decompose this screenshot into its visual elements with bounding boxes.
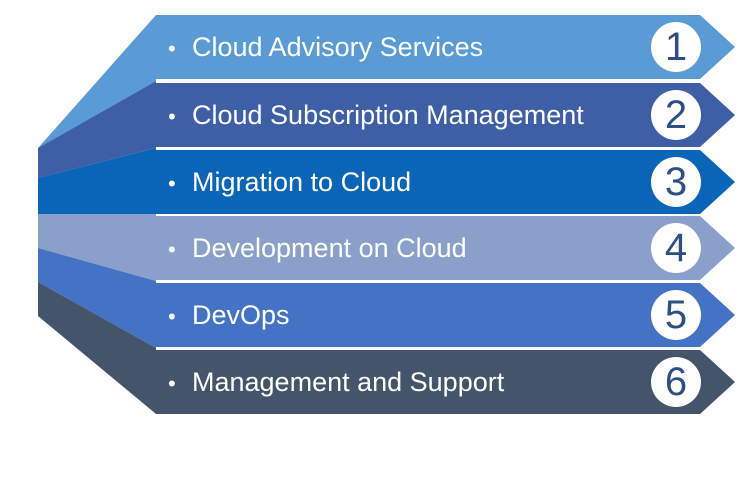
row-3-label: Migration to Cloud xyxy=(192,167,412,197)
row-1-arrow xyxy=(156,15,735,79)
row-2-label: Cloud Subscription Management xyxy=(192,100,584,130)
row-2-bullet: • xyxy=(168,104,176,129)
row-6-label: Management and Support xyxy=(192,367,505,397)
row-2-number-badge: 2 xyxy=(651,90,701,140)
row-4-arrow xyxy=(156,216,735,280)
row-1-side-fold xyxy=(38,15,156,148)
row-5-label: DevOps xyxy=(192,300,290,330)
row-6-bullet: • xyxy=(168,371,176,396)
row-2-arrow xyxy=(156,83,735,147)
row-2-label-group: • Cloud Subscription Management xyxy=(168,83,584,147)
row-3-side-fold xyxy=(38,148,156,214)
row-5-bullet: • xyxy=(168,304,176,329)
row-4-number-badge: 4 xyxy=(651,223,701,273)
row-4-label-group: • Development on Cloud xyxy=(168,216,467,280)
row-6-side-fold xyxy=(38,282,156,414)
row-4-label: Development on Cloud xyxy=(192,233,467,263)
row-1-bullet: • xyxy=(168,36,176,61)
row-5-number-badge: 5 xyxy=(651,290,701,340)
row-3-number-badge: 3 xyxy=(651,157,701,207)
row-5-label-group: • DevOps xyxy=(168,283,290,347)
row-5-arrow xyxy=(156,283,735,347)
row-6-number-badge: 6 xyxy=(651,357,701,407)
row-5-side-fold xyxy=(38,248,156,348)
row-3-bullet: • xyxy=(168,171,176,196)
row-6-arrow xyxy=(156,350,735,414)
row-6-label-group: • Management and Support xyxy=(168,350,504,414)
row-4-side-fold xyxy=(38,214,156,281)
row-1-number-badge: 1 xyxy=(651,22,701,72)
row-1-label-group: • Cloud Advisory Services xyxy=(168,15,483,79)
row-3-arrow xyxy=(156,150,735,214)
row-4-bullet: • xyxy=(168,237,176,262)
row-3-label-group: • Migration to Cloud xyxy=(168,150,411,214)
row-2-side-fold xyxy=(38,81,156,178)
row-1-label: Cloud Advisory Services xyxy=(192,32,484,62)
